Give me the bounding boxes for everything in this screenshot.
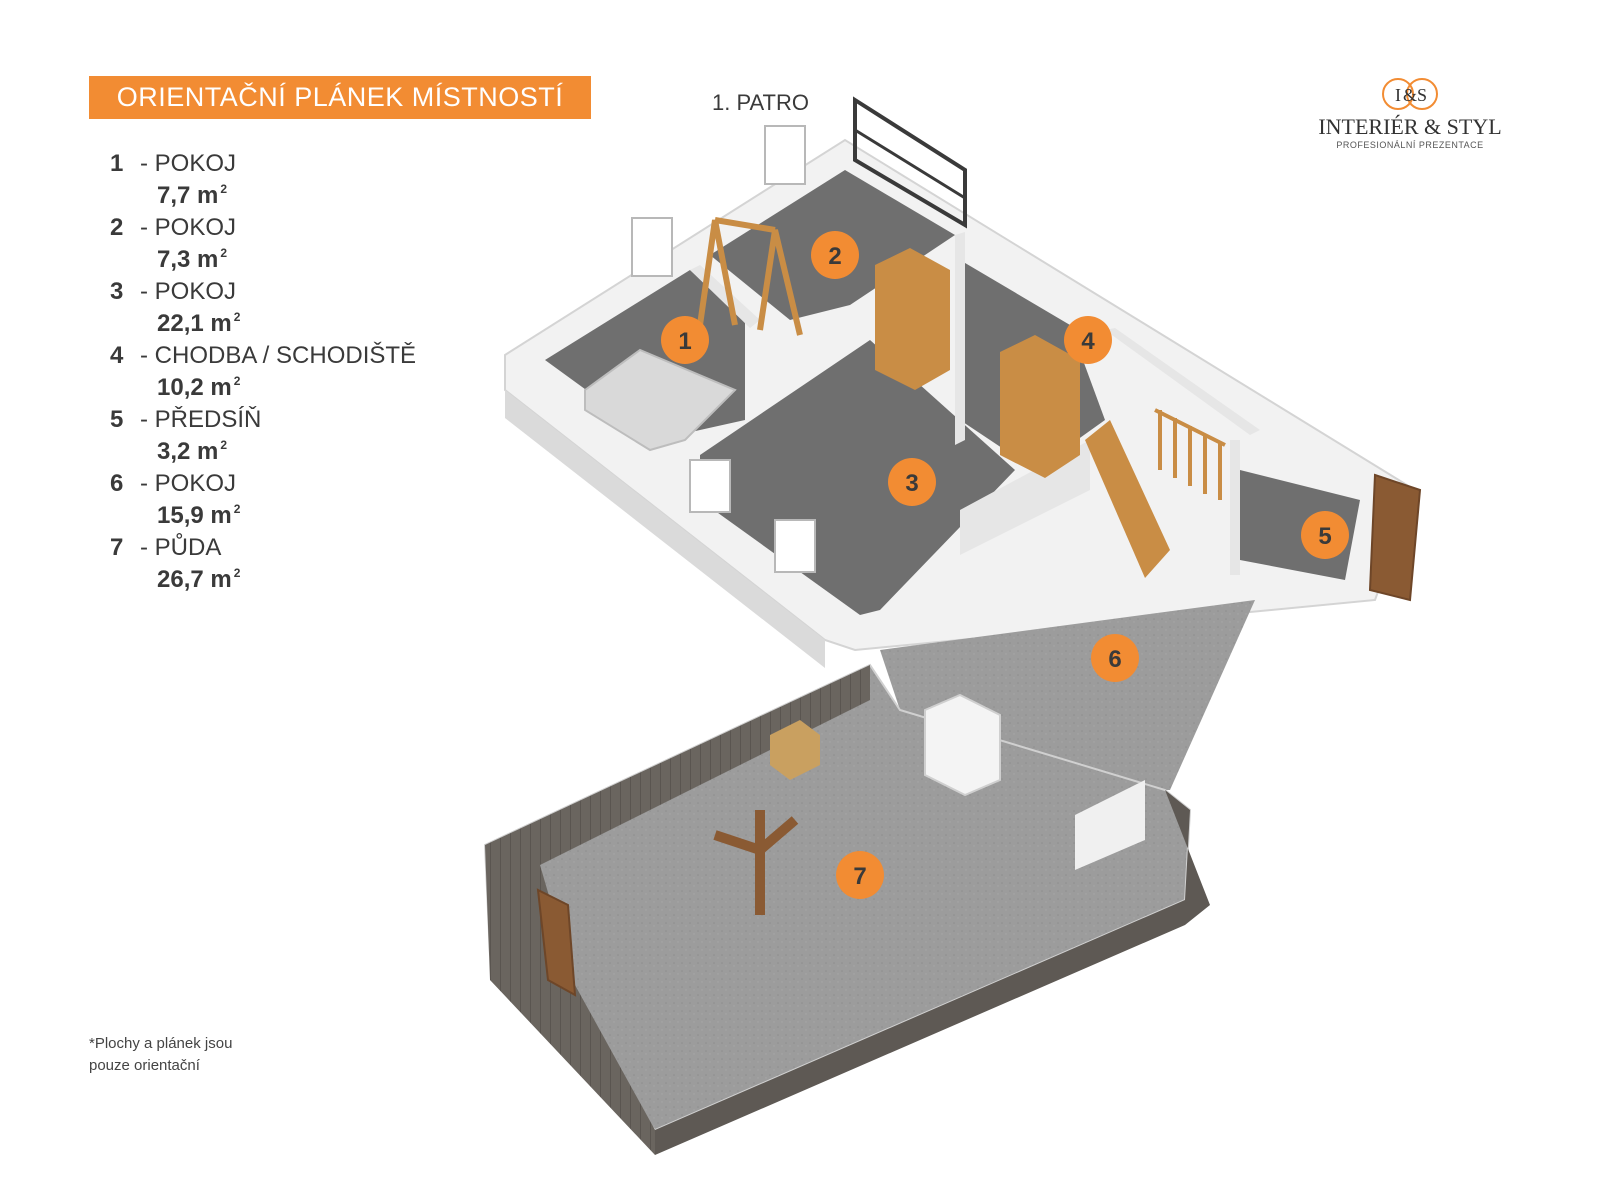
svg-text:1: 1 xyxy=(678,328,691,355)
room-number: 7 xyxy=(110,534,124,561)
room-name: - POKOJ xyxy=(140,278,237,305)
footnote: *Plochy a plánek jsou pouze orientační xyxy=(89,1033,309,1077)
badge-3: 3 xyxy=(888,458,936,506)
badge-1: 1 xyxy=(661,316,709,364)
wardrobe-1 xyxy=(875,248,950,390)
page-title: ORIENTAČNÍ PLÁNEK MÍSTNOSTÍ xyxy=(89,76,591,119)
attic-wall-left xyxy=(485,665,870,1155)
footnote-line: *Plochy a plánek jsou xyxy=(89,1035,233,1052)
svg-text:4: 4 xyxy=(1081,328,1095,355)
window-3 xyxy=(689,459,731,513)
swing xyxy=(697,217,803,336)
attic-wall-right xyxy=(655,790,1210,1155)
wall-3 xyxy=(1105,328,1260,435)
washer xyxy=(924,693,1001,797)
window-1 xyxy=(631,217,673,277)
room-number: 6 xyxy=(110,470,124,497)
bed xyxy=(584,348,737,452)
logo-name: INTERIÉR & STYL xyxy=(1318,114,1502,139)
boxes xyxy=(770,720,820,780)
room-name: - POKOJ xyxy=(140,214,237,241)
logo-mark-icon: I & S xyxy=(1382,78,1438,110)
badge-4: 4 xyxy=(1064,316,1112,364)
badge-7: 7 xyxy=(836,851,884,899)
room-number: 3 xyxy=(110,278,124,305)
room-number: 5 xyxy=(110,406,124,433)
window-4 xyxy=(774,519,816,573)
window-2 xyxy=(764,125,806,185)
logo-subtitle: PROFESIONÁLNÍ PREZENTACE xyxy=(1336,140,1484,150)
beam xyxy=(713,810,799,915)
room-name: - PŘEDSÍŇ xyxy=(140,406,262,433)
badge-6: 6 xyxy=(1091,634,1139,682)
entrance-door xyxy=(1368,473,1422,602)
room-name: - POKOJ xyxy=(140,150,237,177)
room-number: 4 xyxy=(110,342,124,369)
wardrobe-2 xyxy=(1000,335,1080,478)
staircase xyxy=(1085,420,1170,578)
attic-partition xyxy=(1075,780,1145,870)
shelf xyxy=(853,96,967,229)
wall-2 xyxy=(955,232,965,445)
room-number: 1 xyxy=(110,150,124,177)
room-name: - CHODBA / SCHODIŠTĚ xyxy=(140,342,417,369)
room-name: - PŮDA xyxy=(140,534,222,561)
svg-text:S: S xyxy=(1417,85,1427,105)
upper-floor-base xyxy=(505,390,825,668)
svg-text:6: 6 xyxy=(1108,646,1121,673)
footnote-line: pouze orientační xyxy=(89,1057,200,1074)
svg-text:3: 3 xyxy=(905,470,918,497)
attic-door xyxy=(536,888,577,997)
svg-text:7: 7 xyxy=(853,863,866,890)
badge-5: 5 xyxy=(1301,511,1349,559)
svg-text:&: & xyxy=(1403,85,1417,105)
brand-logo: I & S INTERIÉR & STYL PROFESIONÁLNÍ PREZ… xyxy=(1315,76,1505,156)
badge-2: 2 xyxy=(811,231,859,279)
svg-text:I: I xyxy=(1395,85,1401,105)
floor-label: 1. PATRO xyxy=(712,90,809,115)
room-name: - POKOJ xyxy=(140,470,237,497)
svg-text:2: 2 xyxy=(828,243,841,270)
room-number: 2 xyxy=(110,214,124,241)
railing xyxy=(1154,408,1226,500)
wall-5 xyxy=(1230,440,1240,575)
svg-text:5: 5 xyxy=(1318,523,1331,550)
